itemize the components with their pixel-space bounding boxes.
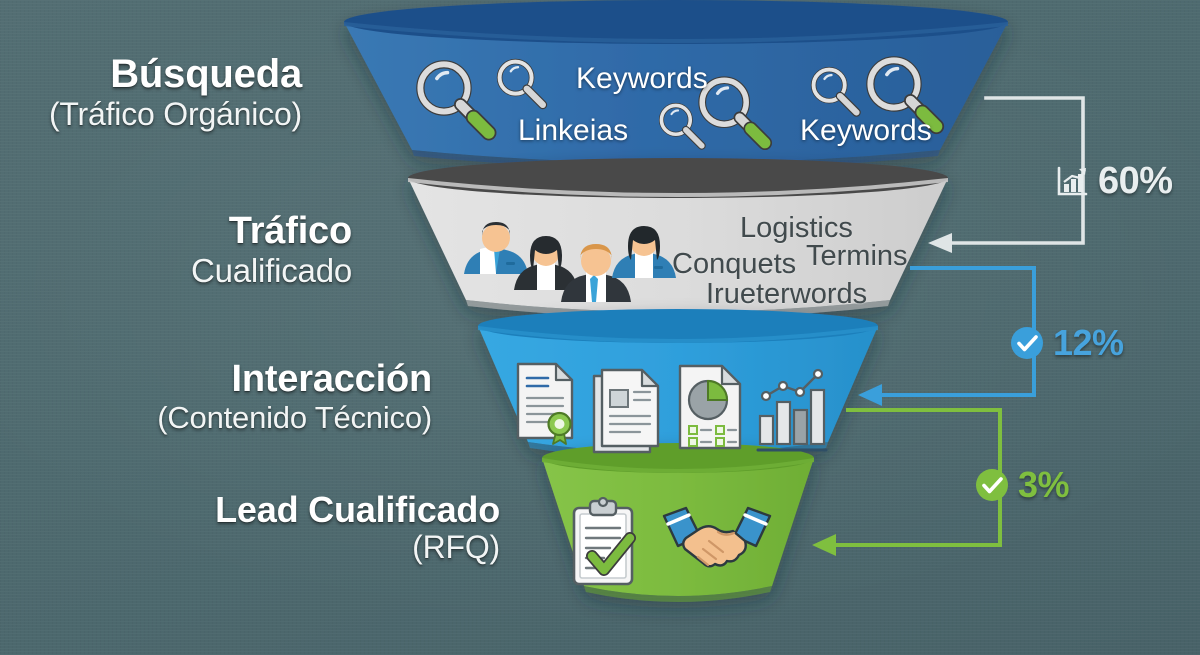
conversion-value: 3%	[1018, 464, 1070, 505]
stage-label-line2: (Contenido Técnico)	[157, 399, 432, 435]
stage-label-line1: Búsqueda	[110, 52, 302, 96]
stage-label-line2: (Tráfico Orgánico)	[48, 95, 302, 132]
stage-label-trafico: Tráfico Cualificado	[191, 210, 352, 290]
conversion-badge-60[interactable]: 60%	[1055, 160, 1173, 203]
stage-label-line2: Cualificado	[190, 251, 352, 289]
stage-label-line2: (RFQ)	[412, 529, 500, 566]
funnel-word: Conquets	[672, 248, 797, 280]
check-circle-icon	[1011, 327, 1043, 359]
conversion-value: 12%	[1053, 322, 1124, 363]
funnel-word: Irueterwords	[706, 278, 868, 310]
conversion-value: 60%	[1098, 160, 1173, 202]
stage-label-busqueda: Búsqueda (Tráfico Orgánico)	[49, 52, 302, 133]
bar-chart-growth-icon	[1057, 166, 1088, 195]
stage-label-line1: Lead Cualificado	[215, 489, 500, 530]
conversion-badge-12[interactable]: 12%	[1010, 322, 1124, 364]
funnel-word: Linkeias	[518, 114, 629, 147]
funnel-word: Keywords	[800, 114, 932, 147]
funnel-word: Termins	[806, 240, 908, 272]
stage-label-line1: Tráfico	[228, 210, 352, 252]
funnel-word: Keywords	[576, 62, 708, 95]
stage-label-interaccion: Interacción (Contenido Técnico)	[157, 358, 432, 435]
conversion-badge-3[interactable]: 3%	[975, 464, 1070, 506]
check-circle-icon	[976, 469, 1008, 501]
stage-label-lead: Lead Cualificado (RFQ)	[215, 489, 500, 566]
stage-label-line1: Interacción	[231, 358, 432, 400]
